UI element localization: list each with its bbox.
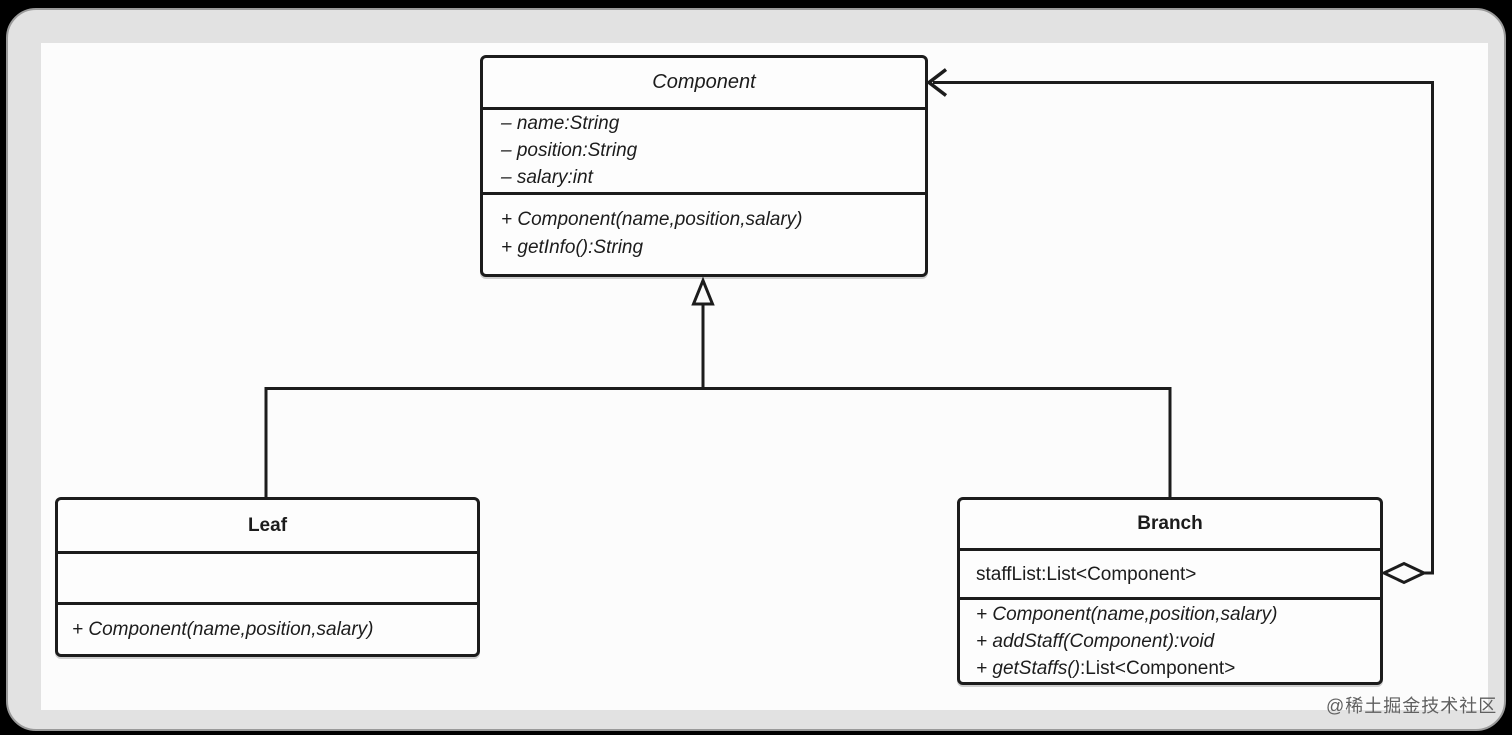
- method-addstaff: + addStaff(Component):void: [976, 631, 1215, 652]
- class-title-leaf: Leaf: [58, 500, 477, 554]
- class-title-component: Component: [483, 58, 925, 110]
- branch-attributes-section: staffList:List<Component>: [960, 551, 1380, 600]
- attribute-stafflist: staffList:List<Component>: [976, 563, 1197, 585]
- class-box-component: Component – name:String – position:Strin…: [480, 55, 928, 277]
- class-box-leaf: Leaf + Component(name,position,salary): [55, 497, 480, 657]
- method-constructor: + Component(name,position,salary): [976, 604, 1278, 625]
- watermark-text: @稀土掘金技术社区: [1326, 696, 1498, 716]
- leaf-attributes-section: [58, 554, 477, 605]
- attribute-position: – position:String: [501, 140, 638, 161]
- method-getstaffs: + getStaffs():List<Component>: [976, 658, 1236, 679]
- class-title-branch: Branch: [960, 500, 1380, 551]
- component-methods-section: + Component(name,position,salary) + getI…: [483, 195, 925, 262]
- method-constructor: + Component(name,position,salary): [72, 619, 374, 640]
- component-attributes-section: – name:String – position:String – salary…: [483, 110, 925, 195]
- leaf-methods-section: + Component(name,position,salary): [58, 605, 477, 644]
- branch-methods-section: + Component(name,position,salary) + addS…: [960, 600, 1380, 682]
- attribute-name: – name:String: [501, 113, 620, 134]
- attribute-salary: – salary:int: [501, 167, 593, 188]
- method-constructor: + Component(name,position,salary): [501, 209, 803, 230]
- method-getinfo: + getInfo():String: [501, 237, 644, 258]
- class-box-branch: Branch staffList:List<Component> + Compo…: [957, 497, 1383, 685]
